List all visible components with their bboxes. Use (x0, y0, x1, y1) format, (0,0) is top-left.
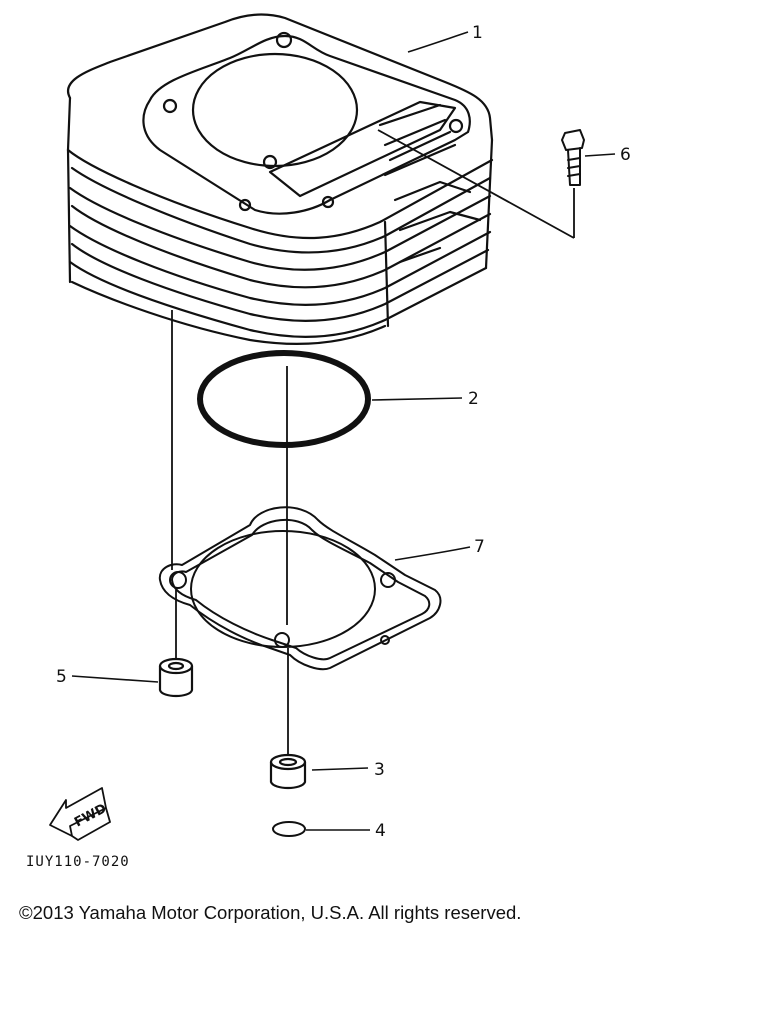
small-o-ring-part (272, 821, 306, 837)
callout-6: 6 (620, 145, 631, 165)
drawing-code: IUY110-7020 (26, 854, 130, 870)
cylinder-part (66, 13, 494, 346)
bolt-part (561, 129, 585, 186)
callout-3: 3 (374, 760, 385, 780)
callout-4: 4 (375, 821, 386, 841)
leader-lines (71, 31, 616, 831)
assembly-lines (171, 129, 575, 755)
callout-1: 1 (472, 23, 483, 43)
cylinder-gasket-part (158, 506, 442, 671)
copyright-notice: ©2013 Yamaha Motor Corporation, U.S.A. A… (19, 902, 522, 923)
callout-7: 7 (474, 537, 485, 557)
callout-5: 5 (56, 667, 67, 687)
dowel-pin-5-part (158, 657, 194, 698)
o-ring-part (197, 350, 371, 448)
callout-2: 2 (468, 389, 479, 409)
forward-arrow-icon: FWD (49, 787, 112, 842)
dowel-pin-3-part (269, 753, 307, 790)
